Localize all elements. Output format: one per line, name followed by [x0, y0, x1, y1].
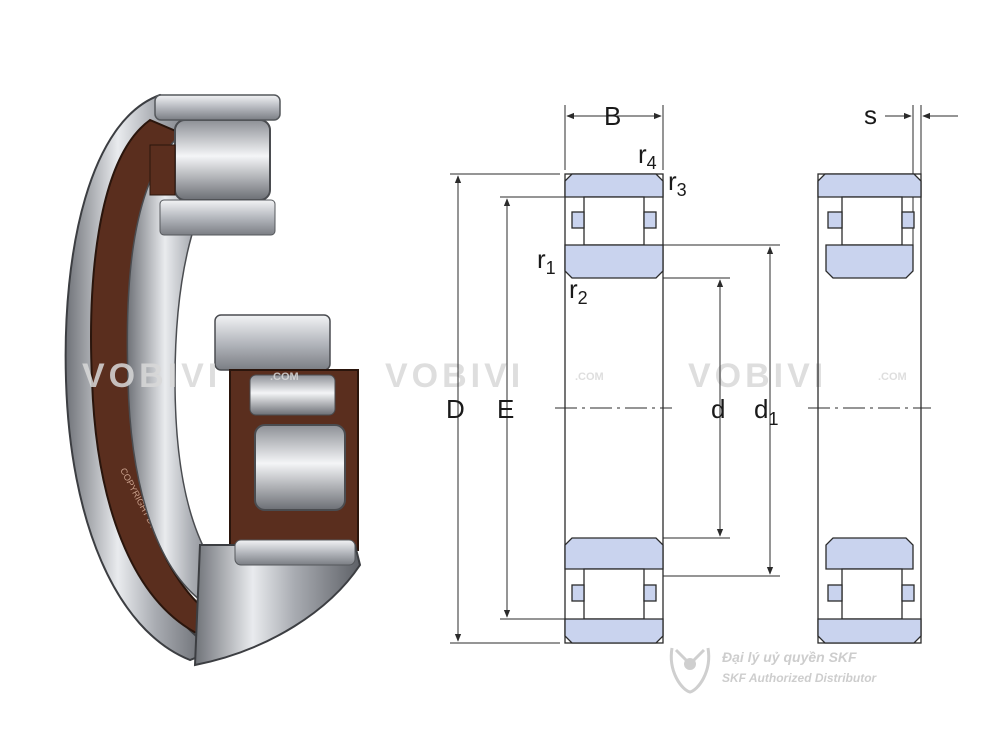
side-bottom-roller [841, 568, 903, 620]
watermark-brand: VOBIVI [385, 357, 524, 395]
section-drawing-side [808, 173, 931, 644]
bottom-cage-left [571, 584, 585, 602]
top-outer-ring-section [564, 173, 664, 198]
side-top-cage-left [827, 211, 843, 229]
watermark-group: VOBIVI .COM VOBIVI .COM VOBIVI .COM [82, 357, 907, 395]
distributor-line-1: Đại lý uỷ quyền SKF [722, 649, 857, 665]
side-top-inner-ring [825, 244, 914, 279]
side-top-cage-right [901, 211, 915, 229]
top-cage-pocket [149, 144, 176, 196]
side-bottom-cage-left [827, 584, 843, 602]
watermark-suffix: .COM [878, 371, 907, 383]
side-top-roller [841, 196, 903, 246]
bottom-roller-section [583, 568, 645, 620]
label-D: D [446, 394, 465, 424]
skf-logo-icon [669, 647, 711, 694]
label-r1: r1 [537, 244, 556, 278]
mid-roller [254, 424, 346, 511]
side-bottom-outer-ring [817, 618, 922, 644]
label-E: E [497, 394, 514, 424]
bottom-outer-ring-section [564, 618, 664, 644]
top-roller-section [583, 196, 645, 246]
top-roller [174, 119, 271, 201]
label-d: d [711, 394, 725, 424]
label-r4: r4 [638, 139, 657, 173]
cut-outer [214, 314, 331, 371]
dimension-labels: B s D E d d1 r4 r3 r1 r2 [446, 100, 877, 429]
side-bottom-inner-ring [825, 537, 914, 570]
label-d1: d1 [754, 394, 778, 429]
side-bottom-cage-right [901, 584, 915, 602]
dimension-lines [450, 105, 958, 644]
side-top-outer-ring [817, 173, 922, 198]
watermark-brand: VOBIVI [82, 357, 221, 395]
watermark-suffix: .COM [270, 371, 299, 383]
top-inner-flange [159, 199, 276, 236]
top-flange [154, 94, 281, 121]
label-s: s [864, 100, 877, 130]
distributor-badge: Đại lý uỷ quyền SKF SKF Authorized Distr… [669, 647, 878, 694]
bottom-inner-ring-section [564, 537, 664, 570]
section-drawing-main [555, 173, 672, 644]
watermark-brand: VOBIVI [688, 357, 827, 395]
bottom-cage-right [643, 584, 657, 602]
label-r3: r3 [668, 166, 687, 200]
bottom-outer-ring [193, 544, 362, 667]
top-cage-left [571, 211, 585, 229]
upper-cut-roller [249, 374, 336, 416]
distributor-line-2: SKF Authorized Distributor [722, 671, 878, 685]
top-cage-right [643, 211, 657, 229]
bearing-photo: COPYRIGHT BY SKF [64, 93, 362, 667]
bottom-flange [234, 539, 356, 566]
label-r2: r2 [569, 274, 588, 308]
watermark-suffix: .COM [575, 371, 604, 383]
label-B: B [604, 101, 621, 131]
top-inner-ring-section [564, 244, 664, 279]
